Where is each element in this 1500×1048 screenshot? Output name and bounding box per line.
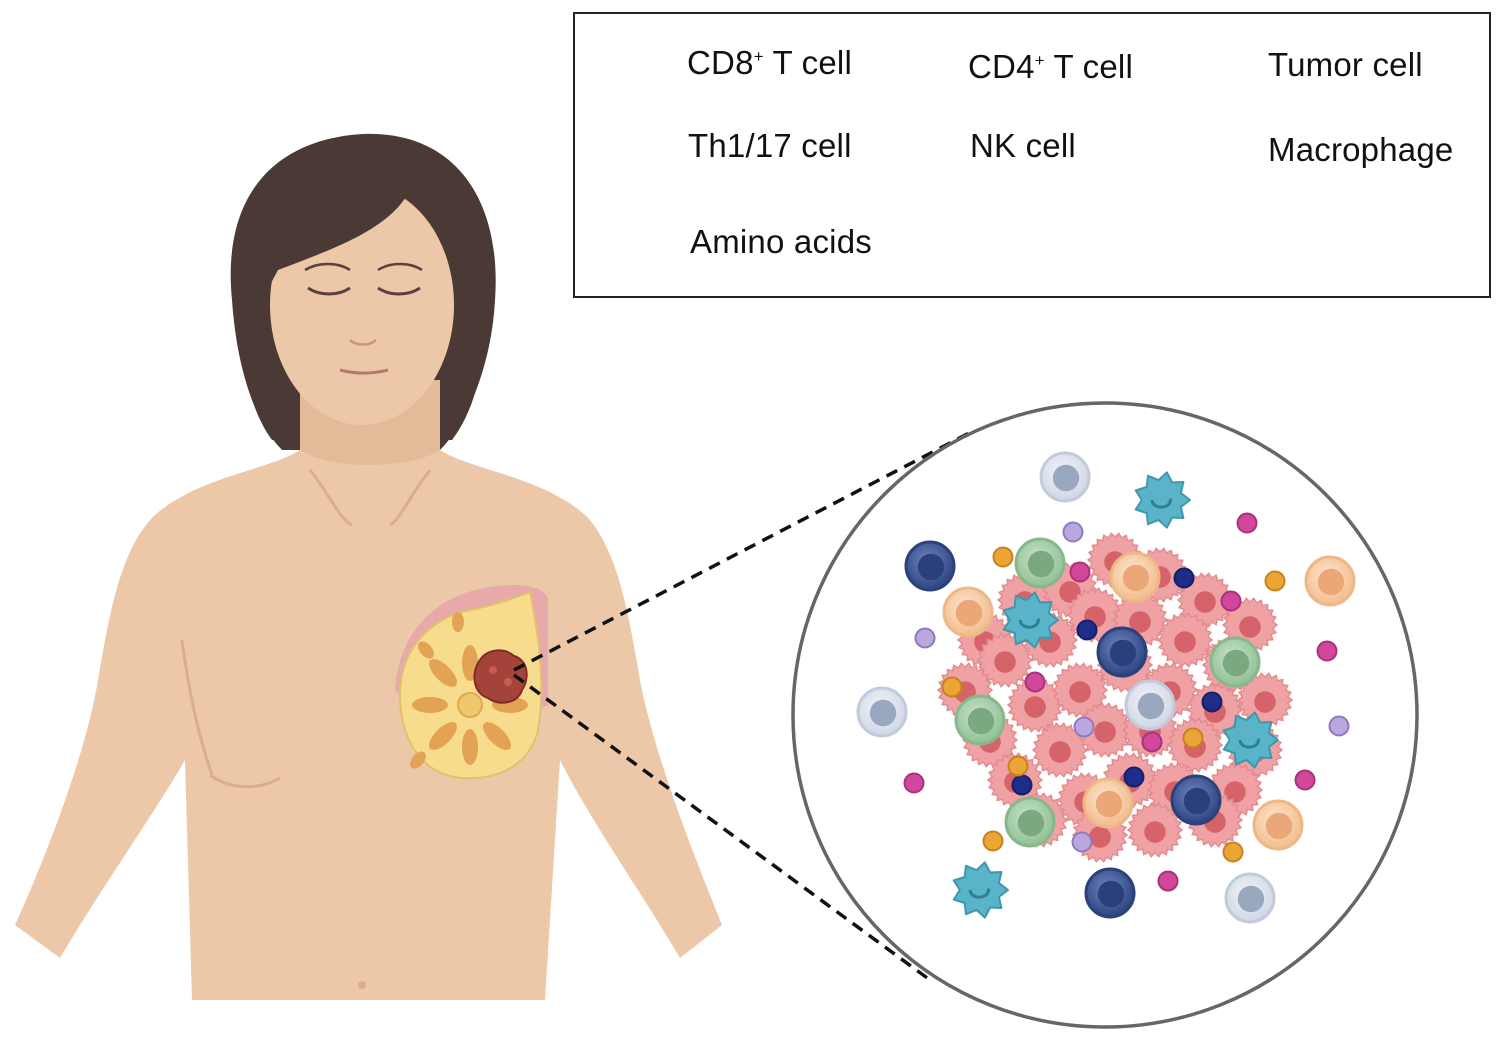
amino-acid-particle [1069, 561, 1091, 583]
amino-acid-particle [1236, 512, 1258, 534]
zoom-line-bottom [512, 673, 932, 982]
amino-acid-particle [1294, 769, 1316, 791]
hair-front [261, 160, 478, 300]
th1-17-cell [1096, 626, 1148, 678]
cd8-t-cell [856, 686, 908, 738]
macrophage [1222, 711, 1279, 769]
amino-acid-particle [1007, 755, 1029, 777]
amino-acid-particle [941, 676, 963, 698]
th1-17-cell [1084, 867, 1136, 919]
amino-acid-particle [914, 627, 936, 649]
legend-cd8-base: CD8 [687, 44, 754, 81]
amino-acid-particle [1157, 870, 1179, 892]
legend-macro-label: Macrophage [1268, 131, 1454, 168]
legend-item-nk: NK cell [970, 127, 1076, 165]
cd8-t-cell [1124, 679, 1176, 731]
tumor-microenvironment [856, 451, 1356, 924]
tumor-mass [473, 649, 528, 704]
legend-item-cd8: CD8+ T cell [687, 44, 852, 82]
legend-amino-label: Amino acids [690, 223, 872, 260]
tumor-cell [1156, 612, 1214, 668]
legend-item-tumor: Tumor cell [1268, 46, 1423, 84]
torso [15, 410, 722, 1000]
nk-cell [1082, 777, 1134, 829]
legend-cd8-rest: T cell [763, 44, 852, 81]
amino-acid-particle [1220, 590, 1242, 612]
macrophage [1002, 591, 1059, 649]
amino-acid-particle [1071, 831, 1093, 853]
tumor-cell [1236, 672, 1294, 728]
nk-cell [1304, 555, 1356, 607]
th1-17-cell [904, 540, 956, 592]
legend-box: CD8+ T cell CD4+ T cell Tumor cell Th1/1… [573, 12, 1491, 298]
tumor-cell [1006, 677, 1064, 733]
amino-acid-particle [1173, 567, 1195, 589]
nk-cell [1109, 551, 1161, 603]
macrophage [952, 861, 1009, 919]
legend-item-cd4: CD4+ T cell [968, 48, 1133, 86]
tumor-cell [1076, 702, 1134, 758]
amino-acid-particle [1328, 715, 1350, 737]
tumor-cell [1126, 802, 1184, 858]
cd4-t-cell [954, 694, 1006, 746]
nk-cell [942, 586, 994, 638]
legend-nk-label: NK cell [970, 127, 1076, 164]
legend-th-label: Th1/17 cell [688, 127, 852, 164]
cd8-t-cell [1224, 872, 1276, 924]
cd4-t-cell [1004, 796, 1056, 848]
amino-acid-particle [1062, 521, 1084, 543]
amino-acid-particle [1222, 841, 1244, 863]
right-eye [377, 286, 421, 296]
left-eye [307, 286, 351, 296]
amino-acid-particle [1024, 671, 1046, 693]
mouth [339, 368, 389, 375]
legend-cd4-base: CD4 [968, 48, 1035, 85]
tumor-cell [976, 632, 1034, 688]
legend-cd4-sup: + [1034, 51, 1045, 70]
cd4-t-cell [1209, 636, 1261, 688]
amino-acid-particle [1141, 731, 1163, 753]
legend-cd8-sup: + [753, 47, 764, 66]
amino-acid-particle [1076, 619, 1098, 641]
nk-cell [1252, 799, 1304, 851]
amino-acid-particle [1316, 640, 1338, 662]
amino-acid-particle [1011, 774, 1033, 796]
legend-item-amino: Amino acids [690, 223, 872, 261]
th1-17-cell [1170, 774, 1222, 826]
amino-acid-particle [982, 830, 1004, 852]
amino-acid-particle [1123, 766, 1145, 788]
legend-item-th: Th1/17 cell [688, 127, 852, 165]
amino-acid-particle [1201, 691, 1223, 713]
tumor-cell [1031, 722, 1089, 778]
amino-acid-particle [992, 546, 1014, 568]
amino-acid-particle [1073, 716, 1095, 738]
amino-acid-particle [1264, 570, 1286, 592]
zoom-line-top [513, 428, 976, 672]
cd4-t-cell [1014, 537, 1066, 589]
breast-cross-section [395, 585, 548, 780]
legend-tumor-label: Tumor cell [1268, 46, 1423, 83]
tumor-cell [1176, 572, 1234, 628]
legend-item-macrophage: Macrophage [1268, 131, 1453, 169]
legend-cd4-rest: T cell [1044, 48, 1133, 85]
woman-figure [15, 133, 722, 1000]
macrophage [1134, 471, 1191, 529]
cd8-t-cell [1039, 451, 1091, 503]
amino-acid-particle [903, 772, 925, 794]
breast-tissue [398, 590, 543, 780]
amino-acid-particle [1182, 727, 1204, 749]
